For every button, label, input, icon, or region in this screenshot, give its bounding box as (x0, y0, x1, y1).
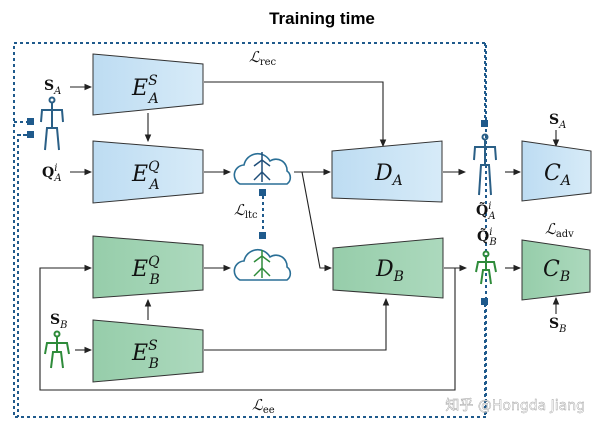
input-sb-label: SB (50, 312, 67, 331)
discriminator-b (521, 239, 591, 301)
loss-adv-label: ℒadv (545, 220, 574, 240)
disc-b-label: CB (543, 257, 570, 285)
arrow-enc-bs-to-dec-b (204, 297, 390, 351)
encoder-b-static (92, 319, 204, 383)
loss-markers (27, 118, 488, 305)
input-sa-label: SA (44, 78, 61, 97)
loss-ee-label: ℒee (252, 396, 275, 416)
arrows (39, 81, 560, 391)
loss-ltc-label: ℒltc (234, 201, 258, 221)
decoder-b (332, 237, 444, 299)
encoder-a-dynamic (92, 140, 204, 204)
arrow-feedback-loop (39, 264, 456, 391)
latent-cloud-a-icon (233, 152, 292, 185)
loss-rec-label: ℒrec (249, 48, 277, 68)
arrow-enc-as-to-dec-a (204, 81, 387, 148)
skeleton-a-output-icon (473, 133, 497, 196)
disc-a-style-label: SA (549, 112, 566, 131)
skeleton-b-input-icon (44, 330, 70, 369)
disc-a-label: CA (544, 161, 571, 189)
arrow-cloud-to-dec-b (301, 171, 333, 272)
training-boundary (13, 42, 487, 418)
latent-cloud-b-icon (233, 248, 292, 281)
encoder-b-dynamic (92, 235, 204, 299)
diagram-title: Training time (269, 9, 375, 28)
disc-b-style-label: SB (549, 316, 566, 335)
dec-b-label: DB (375, 257, 404, 285)
loss-links (14, 43, 486, 417)
watermark: 知乎 @Hongda Jiang (445, 397, 585, 414)
skeleton-a-input-icon (40, 96, 64, 151)
discriminator-a (521, 140, 592, 202)
encoder-a-static (92, 53, 204, 116)
skeleton-b-output-icon (475, 250, 497, 285)
dec-a-label: DA (374, 161, 403, 189)
decoder-a (331, 140, 443, 203)
